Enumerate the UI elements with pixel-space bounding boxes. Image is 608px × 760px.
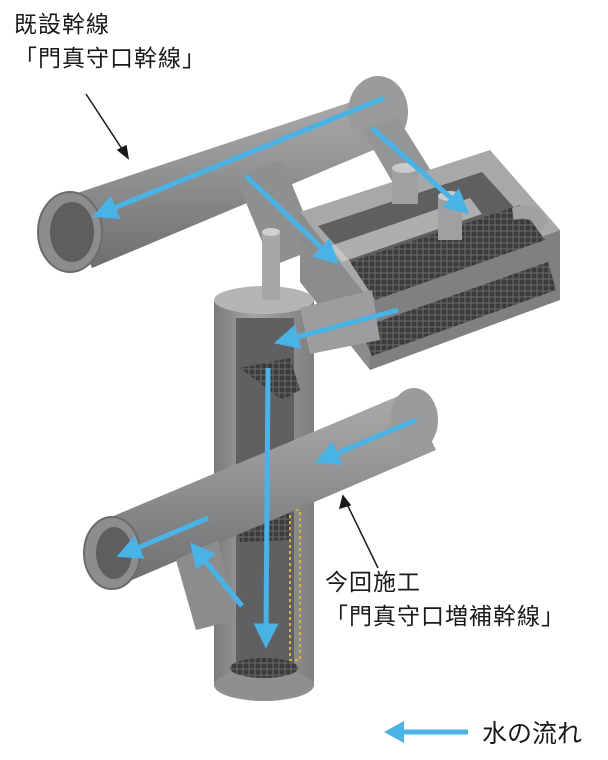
flow-arrow-upper-trunk [92, 95, 385, 219]
flow-arrow-lower-trunk-in [314, 417, 417, 465]
new-trunk-name: 「門真守口増補幹線」 [325, 604, 565, 630]
new-trunk-title: 今回施工 [325, 570, 421, 596]
flow-legend: 水の流れ [382, 712, 602, 752]
flow-arrow-shaft-to-trunk [190, 542, 244, 608]
leader-lines [85, 93, 379, 569]
flow-arrow-into-shaft [273, 307, 399, 349]
existing-trunk-label: 既設幹線 「門真守口幹線」 [14, 8, 206, 76]
flow-arrow-drop [253, 367, 279, 649]
flow-arrow-branch-left [244, 174, 340, 265]
existing-trunk-title: 既設幹線 [14, 12, 110, 38]
existing-trunk-name: 「門真守口幹線」 [14, 46, 206, 72]
flow-arrow-lower-trunk-out [116, 515, 209, 559]
legend-label: 水の流れ [482, 719, 583, 748]
flow-arrow-branch-right [370, 126, 470, 215]
chamber-shaft-connector [300, 290, 380, 354]
legend-arrow-icon [384, 721, 468, 743]
new-trunk-label: 今回施工 「門真守口増補幹線」 [325, 566, 565, 634]
flow-arrows [92, 95, 470, 649]
